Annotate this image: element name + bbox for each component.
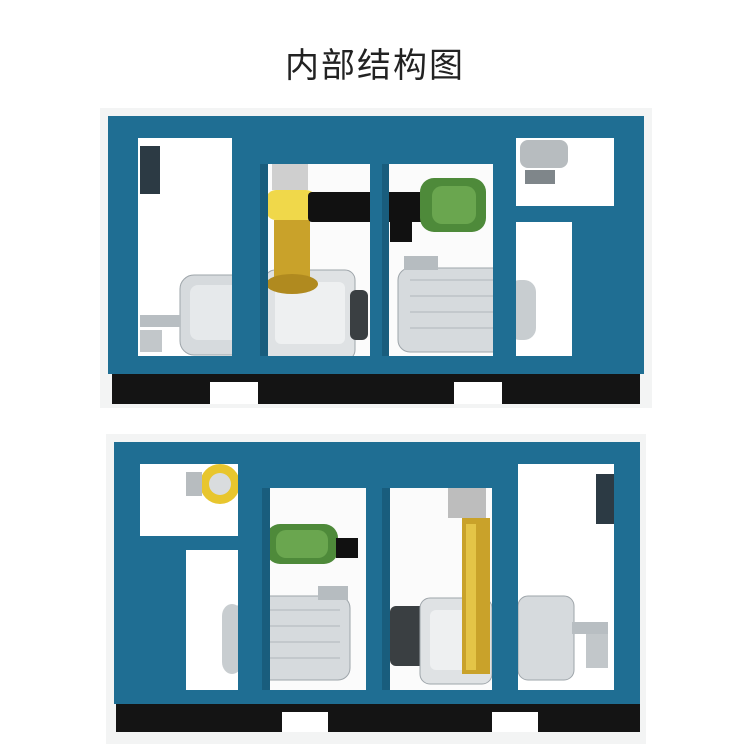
base-skid: [112, 374, 640, 404]
compressor-rear-view: [106, 434, 646, 744]
frame-top: [108, 116, 644, 374]
intake-valve: [420, 178, 486, 232]
discharge-pipe: [308, 192, 428, 222]
inlet-flange: [186, 464, 240, 504]
brass-discharge-pipe: [448, 488, 490, 674]
brass-intake-pipe: [266, 160, 318, 294]
base-skid-rear: [116, 704, 640, 732]
compressor-front-view: [100, 108, 652, 408]
cooling-fan: [140, 146, 160, 194]
intake-valve-rear: [266, 524, 358, 564]
page-title: 内部结构图: [285, 46, 465, 86]
fan-motor-rear: [517, 595, 608, 681]
cooling-fan-rear: [596, 474, 614, 524]
air-filter: [520, 140, 568, 184]
